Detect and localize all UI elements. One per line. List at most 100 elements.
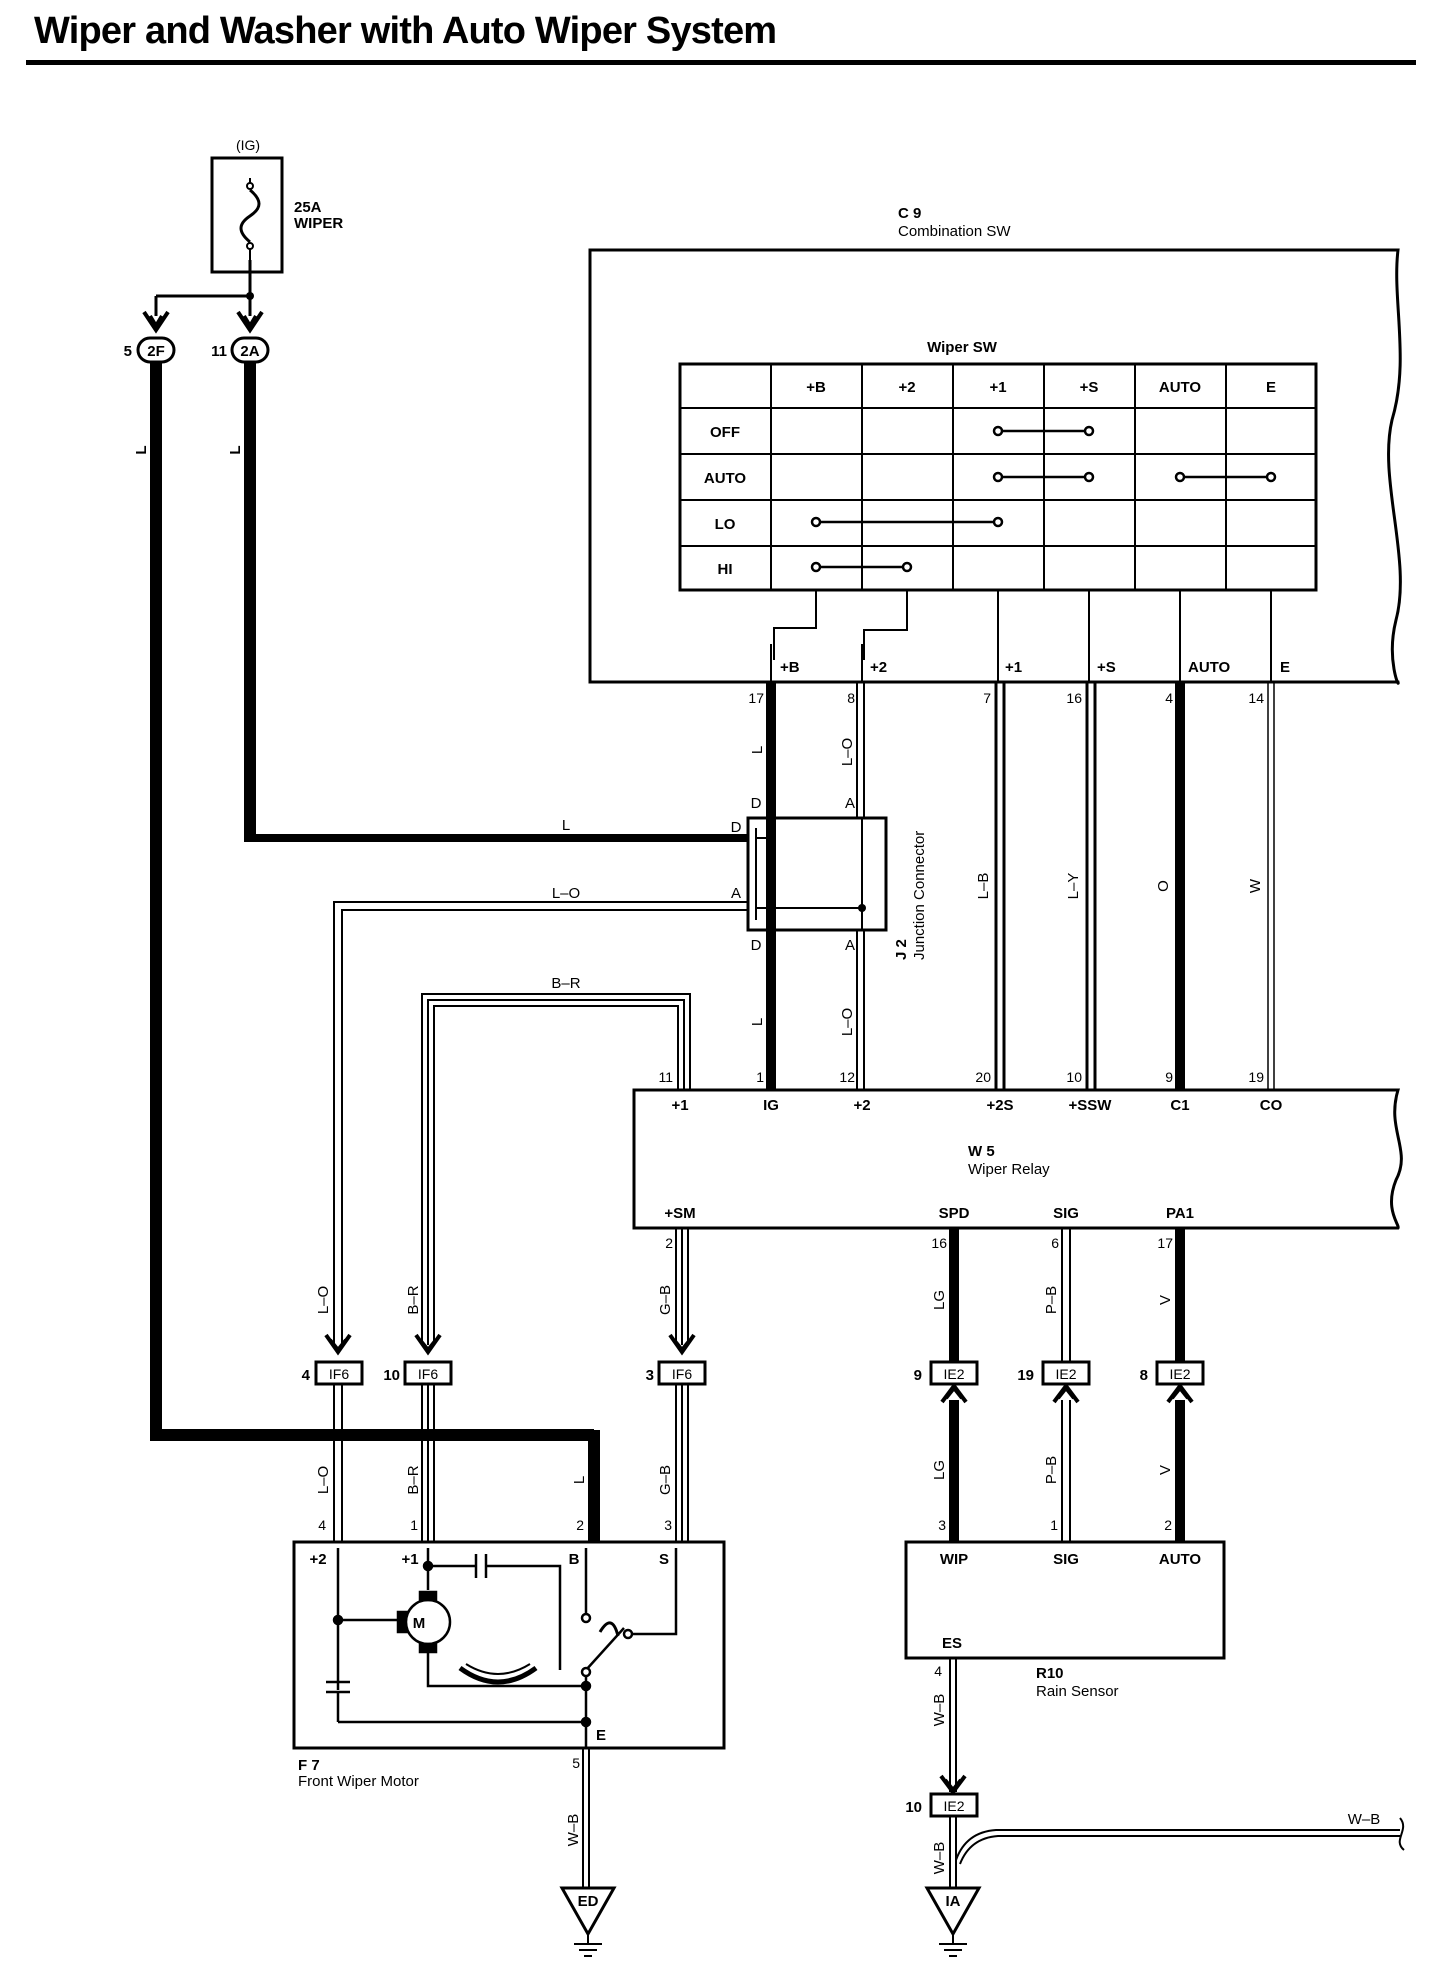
pin-number: 6 xyxy=(1051,1235,1059,1251)
wire-label: P–B xyxy=(1043,1456,1060,1484)
wire-label: LG xyxy=(931,1290,948,1310)
pin-number: 4 xyxy=(1165,690,1173,706)
terminal-label: C1 xyxy=(1170,1097,1189,1114)
component-code: R10 xyxy=(1036,1665,1064,1682)
switch-row-header: OFF xyxy=(710,424,740,441)
connector-code: IE2 xyxy=(1055,1366,1076,1382)
switch-row-header: LO xyxy=(715,516,736,533)
wire-label: P–B xyxy=(1043,1286,1060,1314)
terminal-label: IG xyxy=(763,1097,779,1114)
component-code: C 9 xyxy=(898,205,921,222)
chevron-up-icon xyxy=(940,1382,968,1404)
motor-box xyxy=(292,1540,726,1750)
pin-number: 2 xyxy=(576,1517,584,1533)
ground-ia-icon: IA xyxy=(924,1886,982,1957)
connector-code: IE2 xyxy=(943,1366,964,1382)
terminal-label: CO xyxy=(1260,1097,1283,1114)
connector-ie2-19: 19 IE2 xyxy=(1017,1360,1091,1404)
terminal-label: +1 xyxy=(671,1097,688,1114)
terminal-label: +SM xyxy=(664,1205,695,1222)
wire-label: LG xyxy=(931,1460,948,1480)
pin-number: 2 xyxy=(1164,1517,1172,1533)
wire-label: W–B xyxy=(1348,1811,1381,1828)
pin-number: 10 xyxy=(1066,1069,1082,1085)
component-name: Front Wiper Motor xyxy=(298,1773,419,1790)
connector-pin: 3 xyxy=(646,1367,654,1384)
pin-number: 17 xyxy=(748,690,764,706)
connector-pin: 9 xyxy=(914,1367,922,1384)
wire-label: W–B xyxy=(565,1814,582,1847)
title-rule xyxy=(26,60,1416,65)
connector-ie2-8: 8 IE2 xyxy=(1140,1360,1205,1404)
terminal-label: WIP xyxy=(940,1551,968,1568)
junction-pin: D xyxy=(731,819,742,836)
junction-pin: A xyxy=(845,937,855,954)
wire-label: G–B xyxy=(657,1285,674,1315)
wire-label: O xyxy=(1155,880,1172,892)
ground-point-label: ED xyxy=(578,1893,599,1910)
ground-point-label: IA xyxy=(946,1893,961,1910)
switch-column-header: +2 xyxy=(898,379,915,396)
connector-2a: 11 2A xyxy=(211,336,270,364)
connector-pin: 8 xyxy=(1140,1367,1148,1384)
rain-sensor-box xyxy=(904,1540,1226,1660)
terminal-label: +B xyxy=(780,659,800,676)
wire-label: L–O xyxy=(315,1286,332,1314)
terminal-label: SIG xyxy=(1053,1551,1079,1568)
chevron-down-icon xyxy=(142,310,170,334)
wiper-relay-box xyxy=(632,1088,1403,1230)
pin-number: 7 xyxy=(983,690,991,706)
switch-column-header: AUTO xyxy=(1159,379,1202,396)
pin-number: 12 xyxy=(839,1069,855,1085)
wire-label: W–B xyxy=(931,1842,948,1875)
wire-label: L xyxy=(571,1476,588,1484)
terminal-label: E xyxy=(596,1727,606,1744)
rain-sensor: 3 1 2 WIP SIG AUTO ES R10 Rain Sensor 4 xyxy=(904,1517,1226,1700)
connector-pin: 5 xyxy=(124,343,132,360)
terminal-label: E xyxy=(1280,659,1290,676)
fuse-box xyxy=(210,156,284,274)
component-name: Wiper Relay xyxy=(968,1161,1050,1178)
connector-2f: 5 2F xyxy=(124,336,176,364)
junction-pin: A xyxy=(845,795,855,812)
component-name: Rain Sensor xyxy=(1036,1683,1119,1700)
terminal-label: +2 xyxy=(870,659,887,676)
fuse-25a-wiper: (IG) 25A WIPER xyxy=(210,137,343,274)
wire-label: L xyxy=(562,817,570,834)
chevron-down-icon xyxy=(236,310,264,334)
wire-label: V xyxy=(1157,1295,1174,1305)
terminal-label: +SSW xyxy=(1069,1097,1113,1114)
terminal-label: +2 xyxy=(853,1097,870,1114)
connector-pin: 19 xyxy=(1017,1367,1034,1384)
switch-column-header: +S xyxy=(1080,379,1099,396)
component-code: F 7 xyxy=(298,1757,320,1774)
wire-label: L xyxy=(749,746,766,754)
wire-label: B–R xyxy=(405,1465,422,1494)
pin-number: 5 xyxy=(572,1755,580,1771)
connector-code: IF6 xyxy=(672,1366,692,1382)
chevron-down-icon xyxy=(324,1333,352,1356)
chevron-up-icon xyxy=(1052,1382,1080,1404)
connector-pin: 4 xyxy=(302,1367,311,1384)
pin-number: 14 xyxy=(1248,690,1264,706)
terminal-label: SPD xyxy=(939,1205,970,1222)
connector-if6-4: L–O 4 IF6 xyxy=(302,1286,364,1386)
wire-label: L–O xyxy=(839,738,856,766)
connector-if6-10: B–R 10 IF6 xyxy=(383,1285,453,1386)
terminal-label: S xyxy=(659,1551,669,1568)
pin-number: 11 xyxy=(658,1069,673,1085)
component-code: J 2 xyxy=(893,939,910,960)
wire-label: B–R xyxy=(551,975,580,992)
fuse-rating: 25A xyxy=(294,199,322,216)
junction-pin: D xyxy=(751,795,762,812)
switch-row-header: HI xyxy=(718,561,733,578)
connector-pin: 10 xyxy=(383,1367,400,1384)
chevron-up-icon xyxy=(1166,1382,1194,1404)
pin-number: 19 xyxy=(1248,1069,1264,1085)
pin-number: 4 xyxy=(318,1517,326,1533)
wire-label: G–B xyxy=(657,1465,674,1495)
component-code: W 5 xyxy=(968,1143,995,1160)
pin-number: 20 xyxy=(975,1069,991,1085)
junction-pin: D xyxy=(751,937,762,954)
connector-code: IF6 xyxy=(329,1366,349,1382)
